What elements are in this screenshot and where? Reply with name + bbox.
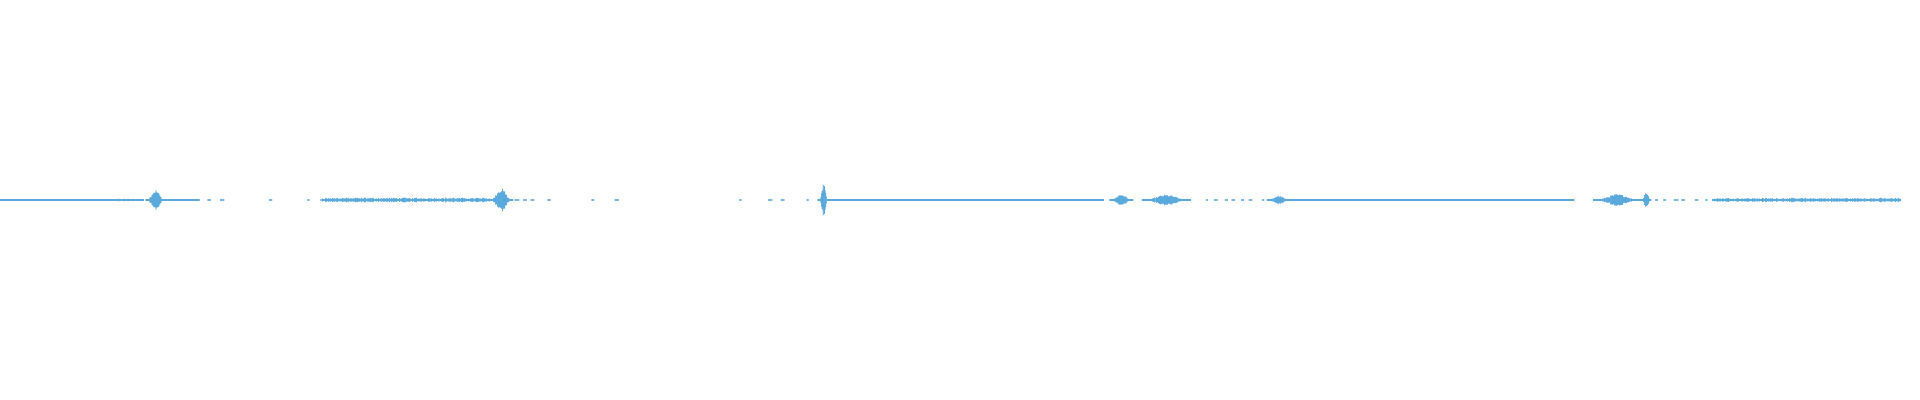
waveform-segment-dense-noise [1712, 197, 1902, 203]
waveform-baseline [817, 199, 830, 201]
waveform-dot [1655, 199, 1658, 201]
waveform-baseline [115, 199, 144, 201]
waveform-segment-dense-noise [322, 197, 491, 203]
waveform-tone [0, 199, 116, 201]
waveform-dot [523, 199, 527, 201]
waveform-segment-steady-tone [1290, 199, 1575, 201]
waveform-dot [207, 199, 211, 201]
waveform-dot [591, 199, 595, 201]
waveform-tone [1290, 199, 1575, 201]
waveform-segment-burst [1593, 194, 1643, 206]
waveform-baseline [1109, 199, 1133, 201]
waveform-dot [780, 199, 785, 201]
waveform-segment-dots [806, 199, 809, 201]
waveform-segment-burst [1266, 195, 1291, 205]
waveform-segment-steady-tone [829, 199, 1104, 201]
waveform-segment-burst [1141, 194, 1191, 206]
waveform-segment-dots [268, 199, 273, 201]
waveform-segment-dots [207, 199, 225, 201]
waveform-dot [530, 199, 535, 201]
waveform-dot [806, 199, 809, 201]
waveform-baseline [1267, 199, 1291, 201]
waveform-dot [1262, 199, 1265, 201]
waveform-baseline [145, 199, 166, 201]
waveform-baseline [1712, 199, 1901, 201]
waveform-segment-dots [1655, 199, 1708, 201]
waveform-segment-dots [739, 199, 742, 201]
waveform-dot [1205, 199, 1208, 201]
waveform-tone [829, 199, 1104, 201]
waveform-dot [320, 199, 324, 201]
waveform-dot [768, 199, 773, 201]
waveform-baseline [489, 199, 513, 201]
waveform-baseline [1593, 199, 1642, 201]
waveform-segment-steady-tone [0, 199, 116, 201]
waveform-dot [1224, 199, 1229, 201]
waveform-dot [1694, 199, 1699, 201]
waveform-segment-dots [614, 199, 619, 201]
waveform-baseline [165, 199, 200, 201]
waveform-dot [1231, 199, 1236, 201]
waveform-dot [268, 199, 273, 201]
waveform-dot [307, 199, 310, 201]
waveform-segment-spike [817, 184, 830, 216]
waveform-dot [1663, 199, 1667, 201]
waveform-segment-dots [1205, 199, 1265, 201]
waveform-dot [1673, 199, 1679, 201]
waveform-segment-dots [768, 199, 785, 201]
waveform-segment-burst [489, 188, 514, 212]
waveform-segment-dots [547, 199, 551, 201]
waveform-dot [1248, 199, 1253, 201]
waveform-segment-burst [1641, 193, 1652, 207]
waveform-segment-burst [145, 190, 166, 210]
waveform-dot [739, 199, 742, 201]
waveform-dot [547, 199, 551, 201]
waveform-baseline [1142, 199, 1191, 201]
waveform-segment-dots [514, 199, 535, 201]
waveform-dot [219, 199, 225, 201]
waveform-segment-low-noise [114, 198, 144, 202]
waveform-dot [614, 199, 619, 201]
waveform-dot [1213, 199, 1218, 201]
waveform-segment-low-noise [164, 199, 200, 201]
waveform-segment-dots [307, 199, 324, 201]
waveform-baseline [322, 199, 490, 201]
waveform-dot [514, 199, 520, 201]
waveform-segment-dots [591, 199, 595, 201]
waveform-dot [1681, 199, 1686, 201]
waveform-dot [1240, 199, 1245, 201]
waveform-segment-burst [1109, 195, 1134, 205]
waveform-dot [1705, 199, 1708, 201]
waveform-baseline [1641, 199, 1652, 201]
